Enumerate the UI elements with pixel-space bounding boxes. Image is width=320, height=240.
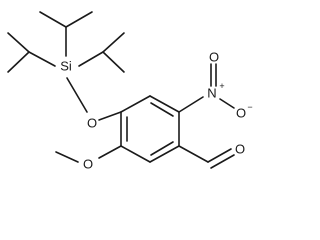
benzene-ring: [120, 95, 180, 163]
aldehyde-oxygen-label: O: [235, 142, 245, 157]
bond-ch-left-me-up: [7, 32, 30, 53]
bond-cho-o: [207, 148, 232, 163]
bond-si-ch-left: [28, 51, 56, 67]
bond-ch-left-me-down: [7, 51, 30, 73]
triisopropylsilyl-group: [7, 11, 125, 113]
methoxy-oxygen-label: O: [83, 157, 93, 172]
ring-bond-c1-c2: [120, 95, 151, 113]
ring-double-c4-c5: [150, 141, 174, 156]
nitro-nitrogen-label: N: [207, 86, 216, 101]
ring-bond-c2-c3: [149, 95, 180, 113]
ring-double-c2-c3: [150, 102, 174, 117]
bond-si-o: [66, 77, 88, 113]
silicon-atom-label: Si: [60, 59, 72, 74]
ring-bond-c5-c6: [120, 145, 151, 163]
chemical-structure: Si O N + O O − O O: [7, 11, 253, 172]
bond-o-methyl: [55, 151, 79, 163]
nitro-positive-charge: +: [219, 81, 224, 91]
bond-ch-right-me-down: [102, 51, 125, 73]
nitro-negative-charge: −: [247, 102, 252, 112]
ring-bond-c4-c5: [149, 145, 180, 163]
silyl-ether-oxygen-label: O: [87, 116, 97, 131]
nitro-oxygen-double-label: O: [209, 50, 219, 65]
bond-si-ch-right: [78, 51, 104, 67]
bond-cho-o-double: [210, 154, 235, 169]
bond-nitro-o-right: [219, 98, 235, 109]
bond-ring-ome: [98, 145, 122, 159]
bond-ch-top-me-right: [65, 11, 93, 28]
bond-o-ring: [98, 111, 122, 121]
bond-ch-right-me-up: [102, 32, 125, 53]
bond-ch-top-me-left: [39, 11, 67, 28]
bond-ring-nitro: [178, 96, 204, 113]
nitro-oxygen-anion-label: O: [236, 106, 246, 121]
bond-ring-cho: [178, 145, 209, 163]
